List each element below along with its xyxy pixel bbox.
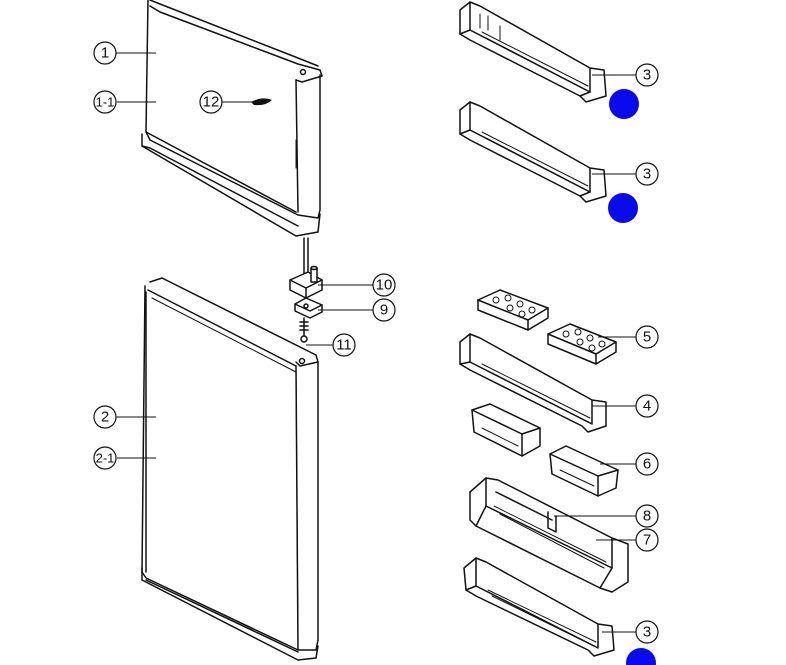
- callout-11: 11: [332, 333, 356, 357]
- small-bin-6-right: [549, 445, 619, 497]
- callout-9: 9: [372, 298, 396, 322]
- callout-2: 2: [93, 405, 117, 429]
- hinge-bracket: [289, 265, 323, 299]
- door-bin-4: [459, 333, 607, 433]
- callout-2-1: 2-1: [93, 446, 117, 470]
- svg-text:12: 12: [203, 94, 220, 111]
- svg-text:4: 4: [643, 398, 651, 415]
- svg-text:11: 11: [336, 337, 352, 354]
- blue-marker-dot: [626, 648, 656, 665]
- lower-door: [141, 277, 319, 661]
- egg-tray-5-right: [547, 323, 617, 365]
- callout-8: 8: [635, 504, 659, 528]
- callout-7: 7: [635, 528, 659, 552]
- svg-text:1-1: 1-1: [96, 95, 115, 110]
- svg-text:8: 8: [643, 508, 651, 525]
- door-bin-3-bottom: [463, 557, 615, 657]
- svg-text:9: 9: [380, 302, 388, 319]
- door-bin-3-middle: [459, 101, 607, 203]
- callout-3-bottom: 3: [635, 620, 659, 644]
- leader-lines: [116, 52, 636, 633]
- small-bin-6-left: [471, 403, 541, 457]
- callout-3-top: 3: [635, 63, 659, 87]
- callout-1: 1: [93, 41, 117, 65]
- door-bin-3-top: [459, 1, 607, 103]
- svg-text:1: 1: [101, 45, 109, 62]
- svg-text:2-1: 2-1: [96, 451, 115, 466]
- blue-marker-dot: [608, 193, 638, 223]
- callout-10: 10: [372, 273, 396, 297]
- callout-4: 4: [635, 394, 659, 418]
- hinge-screw: [299, 317, 309, 343]
- svg-text:5: 5: [643, 329, 651, 346]
- callout-5: 5: [635, 325, 659, 349]
- door-handle-recess: [251, 98, 272, 106]
- upper-door: [141, 0, 323, 237]
- callout-3-middle: 3: [635, 162, 659, 186]
- svg-text:3: 3: [643, 166, 651, 183]
- hinge-plate: [294, 297, 323, 319]
- svg-text:2: 2: [101, 409, 109, 426]
- bin-divider-8: [495, 491, 557, 533]
- callout-1-1: 1-1: [93, 90, 117, 114]
- svg-text:3: 3: [643, 624, 651, 641]
- egg-tray-5-left: [477, 289, 549, 331]
- blue-marker-dot: [609, 89, 639, 119]
- svg-text:7: 7: [643, 532, 651, 549]
- callout-6: 6: [635, 452, 659, 476]
- large-bin-7: [469, 477, 629, 593]
- svg-text:6: 6: [643, 456, 651, 473]
- callout-12: 12: [199, 90, 223, 114]
- svg-text:3: 3: [643, 67, 651, 84]
- svg-text:10: 10: [376, 277, 393, 294]
